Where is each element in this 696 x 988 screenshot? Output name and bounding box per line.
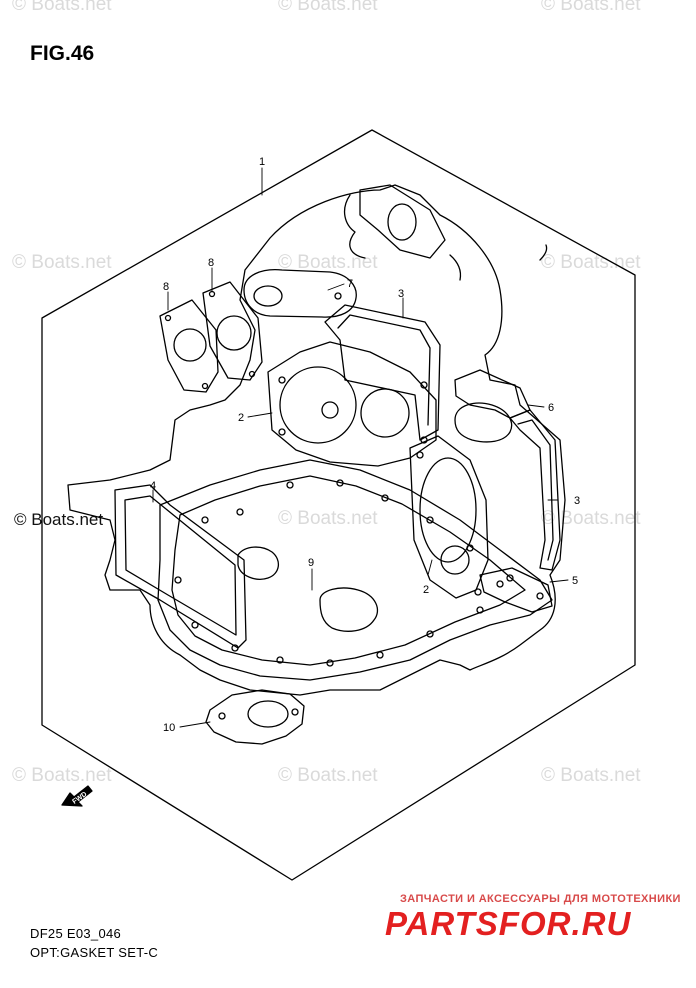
callout-10: 10 bbox=[163, 722, 175, 734]
callout-9: 9 bbox=[308, 557, 314, 569]
bracket-gasket-5 bbox=[479, 567, 553, 613]
watermark: © Boats.net bbox=[278, 765, 378, 786]
watermark: © Boats.net bbox=[12, 765, 112, 786]
callout-4: 4 bbox=[150, 480, 156, 492]
figure-title: FIG.46 bbox=[30, 42, 95, 65]
watermark-dark: © Boats.net bbox=[14, 510, 104, 529]
callout-1: 1 bbox=[259, 156, 265, 168]
gasket-set-outline bbox=[67, 184, 566, 696]
watermark: © Boats.net bbox=[278, 0, 378, 15]
figure-code: DF25 E03_046 bbox=[30, 926, 122, 941]
callout-8b: 8 bbox=[208, 257, 214, 269]
cover-gasket-3a bbox=[324, 304, 441, 441]
fwd-arrow-icon bbox=[61, 785, 93, 807]
callout-6: 6 bbox=[548, 402, 554, 414]
crankcase-gasket-9 bbox=[157, 459, 553, 681]
intake-gasket bbox=[359, 184, 446, 259]
callout-3b: 3 bbox=[574, 495, 580, 507]
brand-tagline: ЗАПЧАСТИ И АКСЕССУАРЫ ДЛЯ МОТОТЕХНИКИ bbox=[400, 893, 681, 905]
parts-frame bbox=[41, 129, 636, 881]
callout-5: 5 bbox=[572, 575, 578, 587]
watermark: © Boats.net bbox=[12, 252, 112, 273]
watermark: © Boats.net bbox=[12, 0, 112, 15]
callout-8a: 8 bbox=[163, 281, 169, 293]
watermark: © Boats.net bbox=[541, 252, 641, 273]
watermark: © Boats.net bbox=[278, 252, 378, 273]
callout-3a: 3 bbox=[398, 288, 404, 300]
callout-7: 7 bbox=[347, 278, 353, 290]
brand-logo[interactable]: PARTSFOR.RU bbox=[385, 905, 632, 942]
side-gasket-4 bbox=[114, 484, 247, 649]
bottom-gasket-10 bbox=[205, 689, 305, 745]
oval-gasket-7 bbox=[243, 269, 357, 318]
flange-gasket-8b bbox=[202, 281, 263, 381]
watermark: © Boats.net bbox=[541, 0, 641, 15]
flange-gasket-8a bbox=[159, 299, 219, 393]
cover-gasket-3b bbox=[509, 409, 561, 571]
watermark: © Boats.net bbox=[541, 765, 641, 786]
head-gasket-2a bbox=[267, 341, 437, 467]
callout-2a: 2 bbox=[238, 412, 244, 424]
callout-2b: 2 bbox=[423, 584, 429, 596]
small-gasket-6 bbox=[454, 369, 531, 419]
figure-name: OPT:GASKET SET-C bbox=[30, 945, 159, 960]
gasket-6-oval bbox=[454, 402, 513, 443]
watermark: © Boats.net bbox=[278, 508, 378, 529]
watermark: © Boats.net bbox=[541, 508, 641, 529]
